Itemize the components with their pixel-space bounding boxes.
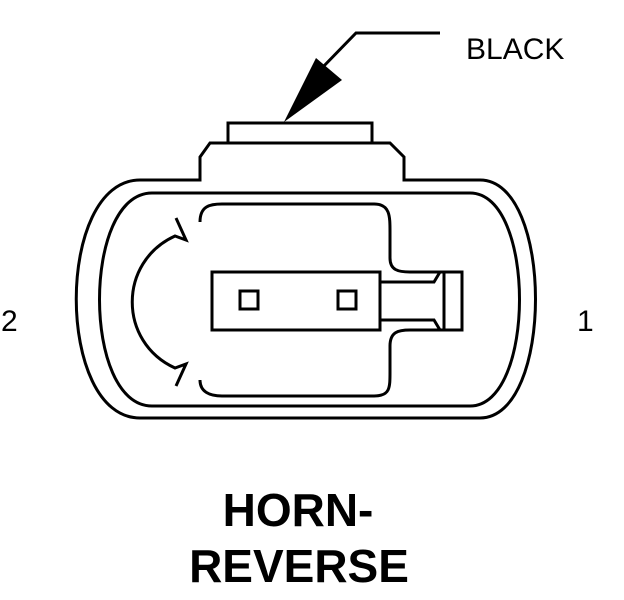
terminal-latch [380, 270, 464, 332]
pin-1-label: 1 [577, 305, 594, 338]
housing-outer-shell [74, 141, 537, 420]
terminal-window-left [238, 289, 260, 311]
color-callout-arrow [284, 31, 440, 122]
connector-title-line2: REVERSE [189, 540, 409, 592]
locking-tab-top [226, 121, 374, 145]
cavity-left-arc [130, 217, 189, 387]
terminal-window-right [336, 289, 358, 311]
callout-leader-line [318, 31, 440, 72]
connector-title-line1: HORN- [223, 484, 374, 536]
wire-color-label: BLACK [466, 33, 564, 66]
housing-inner-wall [98, 191, 521, 408]
cavity-outline [198, 202, 446, 398]
callout-arrowhead [284, 58, 342, 122]
terminal-blade [210, 270, 382, 332]
terminal-cavity [130, 202, 464, 398]
pin-2-label: 2 [1, 305, 18, 338]
connector-housing [74, 121, 537, 420]
